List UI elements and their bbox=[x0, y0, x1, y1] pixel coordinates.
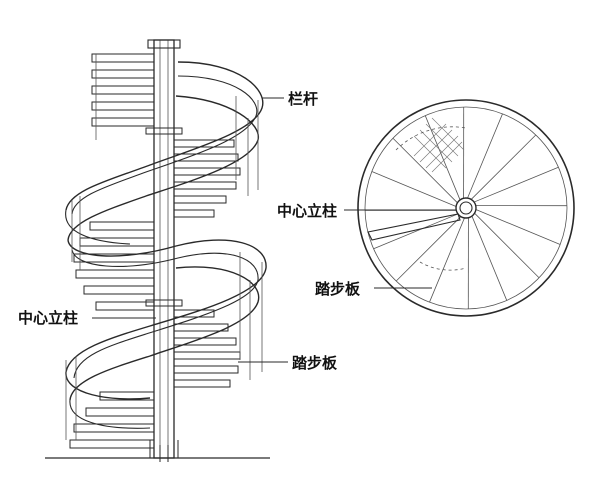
plan-tread-radial bbox=[467, 113, 503, 199]
railing-helix bbox=[65, 61, 267, 429]
top-treads bbox=[91, 53, 155, 140]
plan-tread-radial bbox=[371, 171, 457, 207]
plan-hatch-pattern bbox=[413, 117, 465, 173]
plan-view: 中心立柱 踏步板 bbox=[277, 99, 575, 317]
plan-tread-radial bbox=[473, 166, 559, 203]
center-post bbox=[145, 39, 183, 462]
treads-left-bottom bbox=[69, 391, 155, 449]
plan-center-post bbox=[455, 197, 477, 219]
elevation-view: 栏杆 中心立柱 踏步板 bbox=[18, 39, 338, 462]
treads-right-upper bbox=[173, 139, 241, 218]
center-post-label-plan: 中心立柱 bbox=[277, 202, 337, 220]
plan-tread-radial bbox=[429, 217, 465, 303]
plan-tread-radial bbox=[475, 209, 561, 245]
plan-tread-radial bbox=[474, 212, 540, 279]
plan-outer-circle bbox=[357, 99, 575, 317]
plan-tread-radial bbox=[395, 216, 462, 282]
balusters bbox=[65, 96, 263, 440]
plan-tread-radial bbox=[471, 215, 508, 301]
plan-tread-radials bbox=[365, 107, 567, 309]
center-post-label-side: 中心立柱 bbox=[18, 309, 78, 327]
plan-tread-radial bbox=[470, 134, 537, 200]
plan-inner-ring bbox=[364, 106, 568, 310]
plan-tread-radial bbox=[392, 137, 458, 204]
railing-label: 栏杆 bbox=[288, 90, 318, 108]
tread-label-side: 踏步板 bbox=[292, 354, 338, 372]
tread-label-plan: 踏步板 bbox=[315, 280, 361, 298]
plan-entry-tread bbox=[367, 213, 461, 241]
plan-tread-radial bbox=[424, 115, 461, 201]
plan-tread-radial bbox=[373, 213, 459, 250]
